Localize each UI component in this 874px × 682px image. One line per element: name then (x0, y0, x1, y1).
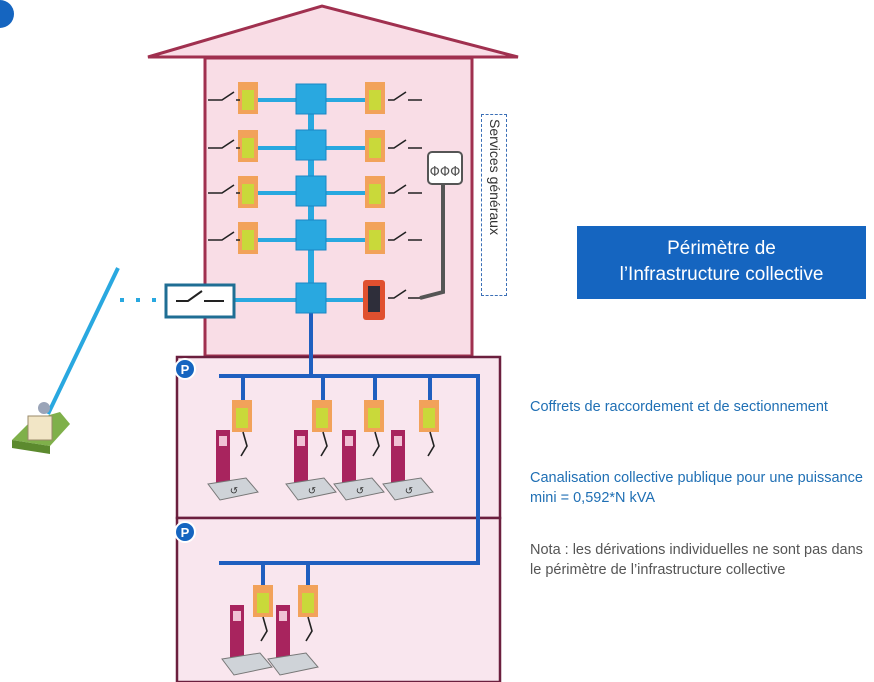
ev-charger-icon: ↺ (333, 430, 385, 501)
services-cable (419, 185, 445, 300)
parking-badge-label: P (181, 362, 190, 377)
legend-note: Nota : les dérivations individuelles ne … (530, 542, 863, 578)
ev-charger-icon (221, 605, 273, 676)
ev-charger-icon: ↺ (285, 430, 337, 501)
ev-charger-icon: ↺ (382, 430, 434, 501)
svg-text:↺: ↺ (230, 486, 238, 497)
general-services-meter (363, 280, 385, 320)
svg-text:ΦΦΦ: ΦΦΦ (430, 165, 461, 180)
svg-text:↺: ↺ (405, 486, 413, 497)
ev-charger-icon (267, 605, 319, 676)
network-cable (46, 267, 120, 415)
meters-left (238, 82, 258, 254)
roof (147, 4, 519, 59)
svg-text:↺: ↺ (356, 486, 364, 497)
charger-cords (240, 431, 435, 642)
legend-item-coffrets: Coffrets de raccordement et de sectionne… (530, 399, 828, 415)
corner-badge-icon (0, 0, 14, 28)
junction-boxes (295, 83, 327, 314)
main-switch-icon (176, 290, 224, 302)
parking-badge-2: P (174, 521, 196, 543)
perimeter-title-line1: Périmètre de (667, 238, 776, 259)
legend-item-canalisation: Canalisation collective publique pour un… (530, 470, 863, 506)
services-generaux-label: Services généraux (481, 114, 507, 296)
switch-symbols (208, 91, 422, 299)
parking-distribution (219, 374, 480, 587)
parking-meters (232, 400, 439, 617)
perimeter-title-line2: l’Infrastructure collective (619, 264, 824, 285)
distribution-panel-icon: ΦΦΦ (427, 151, 463, 185)
parking-level-2 (175, 516, 502, 682)
ev-chargers: ↺ ↺ ↺ ↺ (207, 430, 434, 676)
services-generaux-text: Services généraux (487, 119, 503, 235)
transformer-substation-icon (12, 402, 70, 454)
ev-charger-icon: ↺ (207, 430, 259, 501)
meters-right (363, 82, 385, 320)
svg-text:↺: ↺ (308, 486, 316, 497)
parking-badge-label: P (181, 525, 190, 540)
perimeter-title-box: Périmètre de l’Infrastructure collective (577, 226, 866, 299)
parking-badge-1: P (174, 358, 196, 380)
